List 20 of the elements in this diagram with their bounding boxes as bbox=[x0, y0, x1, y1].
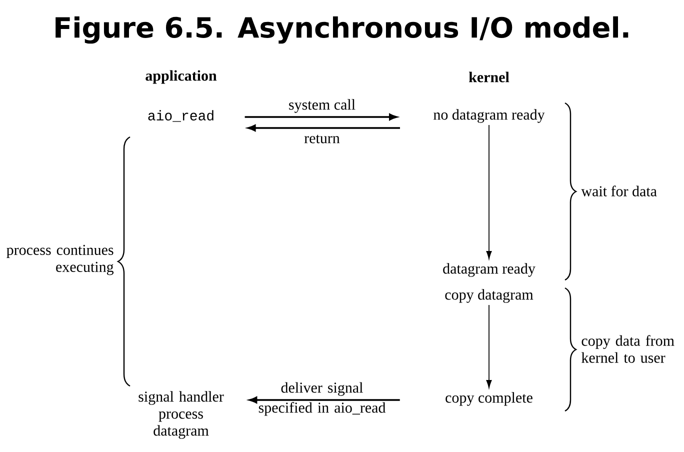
arrow bbox=[486, 124, 492, 260]
step-label: datagram ready bbox=[443, 263, 536, 277]
title: Figure 6.5. Asynchronous I/O model. bbox=[56, 16, 628, 44]
arrow bbox=[244, 114, 398, 120]
step-label: no datagram ready bbox=[434, 109, 545, 123]
arrow bbox=[248, 124, 400, 132]
step-label: aio_read bbox=[148, 110, 214, 122]
arrow bbox=[486, 304, 492, 388]
brace-label: copy data from kernel to user bbox=[581, 335, 674, 363]
edge-label: system call bbox=[287, 98, 357, 114]
step-label: signal handler process datagram bbox=[138, 391, 224, 439]
step-label: copy datagram bbox=[445, 289, 534, 303]
brace-label: process continues executing bbox=[6, 244, 114, 276]
step-label: copy complete bbox=[446, 392, 532, 406]
column-heading: application bbox=[146, 70, 217, 84]
column-heading: kernel bbox=[468, 72, 510, 82]
edge-label: return bbox=[303, 134, 341, 144]
edge-label: deliver signal specified in aio_read bbox=[258, 382, 386, 416]
brace-label: wait for data bbox=[581, 186, 657, 196]
arrow bbox=[249, 396, 400, 404]
